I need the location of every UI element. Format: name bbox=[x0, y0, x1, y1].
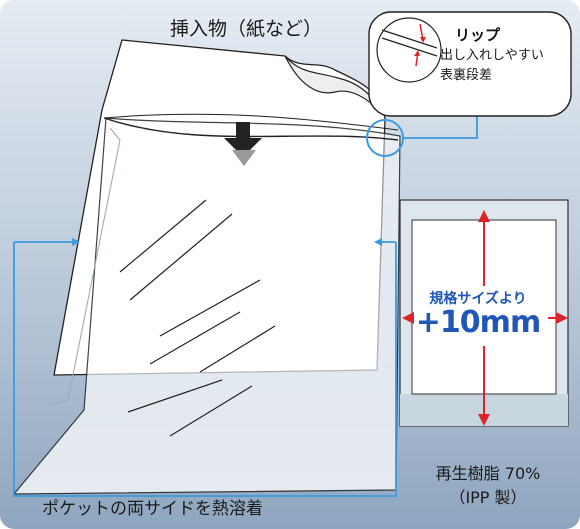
insertion-arrow bbox=[224, 122, 262, 157]
resin-label: 再生樹脂 70% （IPP 製） bbox=[408, 462, 568, 510]
lip-desc-line2: 表裏段差 bbox=[440, 68, 493, 83]
callout-connector bbox=[403, 116, 478, 139]
lip-desc-line1: 出し入れしやすい bbox=[440, 48, 544, 63]
weld-bracket bbox=[13, 242, 397, 497]
lip-title: リップ bbox=[455, 26, 501, 44]
pocket-inner-edge bbox=[53, 127, 121, 405]
pocket-lip bbox=[103, 117, 399, 141]
resin-line2: （IPP 製） bbox=[449, 488, 527, 507]
weld-label: ポケットの両サイドを熱溶着 bbox=[42, 499, 263, 519]
size-dimension-arrows bbox=[402, 210, 568, 426]
insertion-arrow-shadow bbox=[232, 150, 256, 166]
insert-label: 挿入物（紙など） bbox=[170, 18, 323, 40]
size-label-line2: +10mm bbox=[415, 305, 541, 340]
size-label: 規格サイズより +10mm bbox=[412, 288, 544, 338]
resin-line1: 再生樹脂 70% bbox=[435, 464, 541, 483]
glare-lines bbox=[119, 199, 276, 437]
lip-detail-circle bbox=[376, 17, 442, 83]
pocket-sleeve bbox=[12, 117, 401, 495]
pocket-lip-back bbox=[103, 113, 399, 131]
size-label-line1: 規格サイズより bbox=[429, 291, 527, 307]
